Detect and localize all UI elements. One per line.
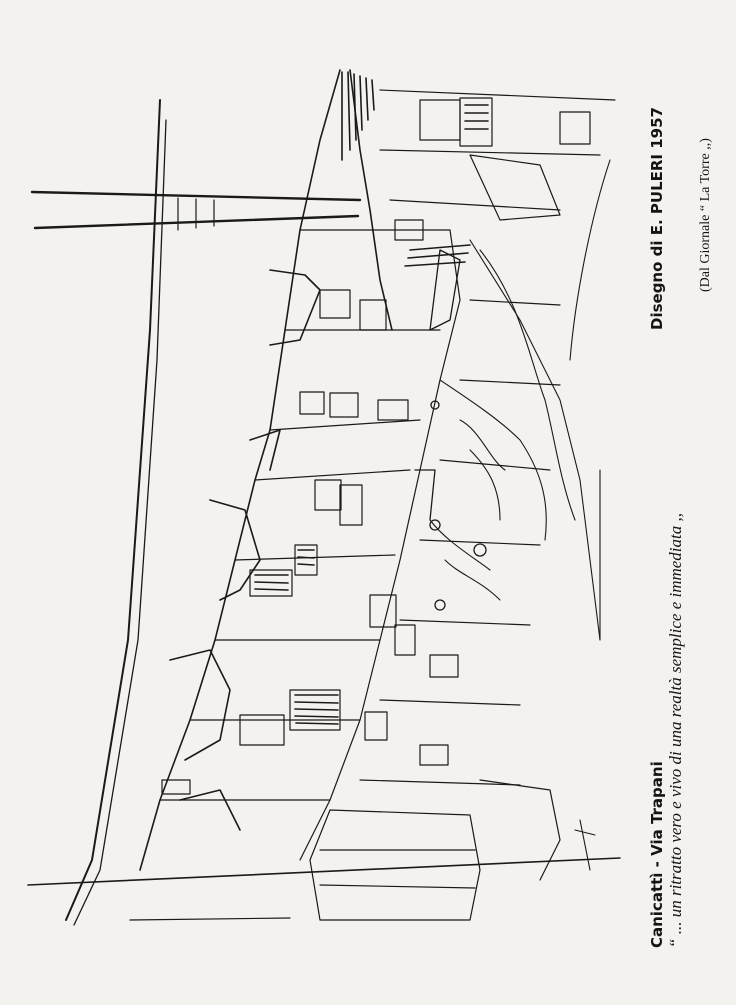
windows [161,97,591,795]
caption-title: Canicattì - Via Trapani [648,761,666,948]
telegraph-pole [27,99,621,926]
street-details [414,249,487,611]
roofline [139,69,393,871]
caption-source: (Dal Giornale “ La Torre ,,) [698,138,713,292]
street-ground [429,159,611,871]
building-facades [159,89,616,921]
shadow-hatching [254,71,489,725]
caption-quote: “ ... un ritratto vero e vivo di una rea… [666,512,685,948]
caption-author: Disegno di E. PULERI 1957 [648,107,666,330]
